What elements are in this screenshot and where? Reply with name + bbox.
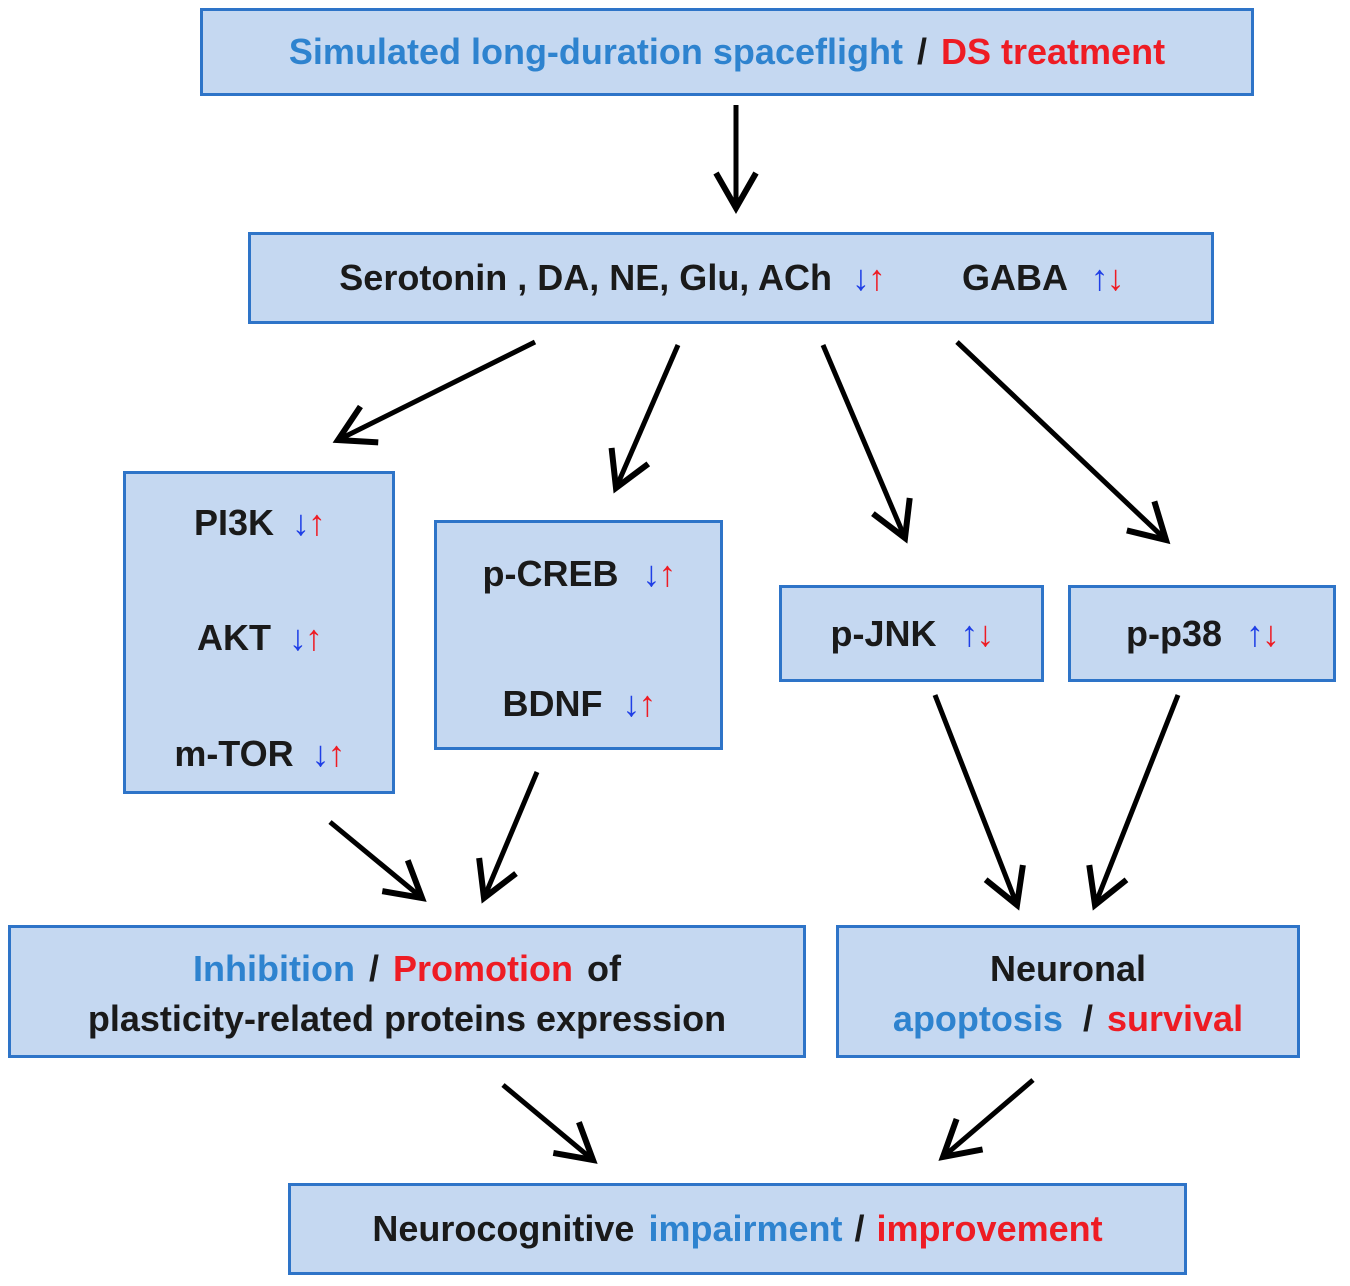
- spaceflight-label: Simulated long-duration spaceflight: [288, 31, 903, 72]
- spaceflight-treatment-box: Simulated long-duration spaceflight / DS…: [200, 8, 1254, 96]
- down-arrow-icon: ↓: [1106, 257, 1125, 298]
- pp38-box: p-p38 ↑↓: [1068, 585, 1336, 682]
- pi3k-akt-mtor-box: PI3K ↓↑ AKT ↓↑ m-TOR ↓↑: [123, 471, 395, 794]
- neurocognitive-label: Neurocognitive: [372, 1208, 635, 1249]
- arrow-p38-to-neuronal: [1086, 694, 1181, 911]
- up-arrow-icon: ↑: [305, 617, 323, 658]
- of-label: of: [587, 948, 621, 989]
- up-arrow-icon: ↑: [308, 502, 326, 543]
- neuronal-label: Neuronal: [989, 948, 1147, 989]
- bdnf-label: BDNF: [502, 683, 603, 724]
- up-arrow-icon: ↑: [327, 733, 346, 774]
- plasticity-proteins-label: plasticity-related proteins expression: [87, 998, 727, 1039]
- mtor-label: m-TOR: [174, 733, 294, 774]
- arrow-neuro-to-creb: [608, 344, 681, 494]
- neurotransmitter-box: Serotonin , DA, NE, Glu, ACh ↓↑ GABA ↑↓: [248, 232, 1214, 324]
- down-arrow-icon: ↓: [976, 612, 995, 654]
- down-arrow-icon: ↓: [622, 683, 641, 724]
- neuronal-box: Neuronal apoptosis / survival: [836, 925, 1300, 1058]
- creb-bdnf-box: p-CREB ↓↑ BDNF ↓↑: [434, 520, 723, 750]
- down-arrow-icon: ↓: [292, 502, 310, 543]
- separator: /: [916, 31, 927, 72]
- up-arrow-icon: ↑: [1090, 257, 1109, 298]
- promotion-label: Promotion: [393, 948, 573, 989]
- akt-label: AKT: [196, 617, 271, 658]
- down-arrow-icon: ↓: [642, 553, 661, 594]
- up-arrow-icon: ↑: [1246, 612, 1264, 654]
- separator: /: [1082, 998, 1093, 1039]
- inhibition-label: Inhibition: [193, 948, 355, 989]
- improvement-label: improvement: [876, 1208, 1103, 1249]
- up-arrow-icon: ↑: [658, 553, 677, 594]
- plasticity-box: Inhibition / Promotion of plasticity-rel…: [8, 925, 806, 1058]
- up-arrow-icon: ↑: [867, 257, 886, 298]
- arrow-neuro-to-p38: [955, 340, 1171, 545]
- pjnk-box: p-JNK ↑↓: [779, 585, 1044, 682]
- separator: /: [368, 948, 379, 989]
- arrow-neuro-to-jnk: [820, 344, 913, 544]
- arrow-neuronal-to-bottom: [938, 1078, 1035, 1161]
- down-arrow-icon: ↓: [311, 733, 330, 774]
- up-arrow-icon: ↑: [960, 612, 979, 654]
- pi3k-label: PI3K: [193, 502, 275, 543]
- impairment-label: impairment: [648, 1208, 843, 1249]
- apoptosis-label: apoptosis: [892, 998, 1063, 1039]
- down-arrow-icon: ↓: [1262, 612, 1280, 654]
- up-arrow-icon: ↑: [638, 683, 657, 724]
- arrow-jnk-to-neuronal: [932, 694, 1026, 911]
- treatment-label: DS treatment: [941, 31, 1166, 72]
- arrow-pi3k-to-plasticity: [328, 820, 427, 902]
- arrow-plasticity-to-bottom: [501, 1083, 598, 1164]
- neurocognitive-box: Neurocognitive impairment / improvement: [288, 1183, 1187, 1275]
- pjnk-label: p-JNK: [830, 612, 937, 654]
- arrow-creb-to-plasticity: [476, 771, 540, 904]
- gaba-label: GABA: [962, 257, 1067, 298]
- neurotransmitter-list: Serotonin , DA, NE, Glu, ACh: [339, 257, 832, 298]
- down-arrow-icon: ↓: [289, 617, 307, 658]
- separator: /: [854, 1208, 865, 1249]
- pp38-label: p-p38: [1125, 612, 1222, 654]
- pcreb-label: p-CREB: [482, 553, 619, 594]
- survival-label: survival: [1106, 998, 1244, 1039]
- arrow-neuro-to-pi3k: [332, 339, 537, 446]
- down-arrow-icon: ↓: [851, 257, 870, 298]
